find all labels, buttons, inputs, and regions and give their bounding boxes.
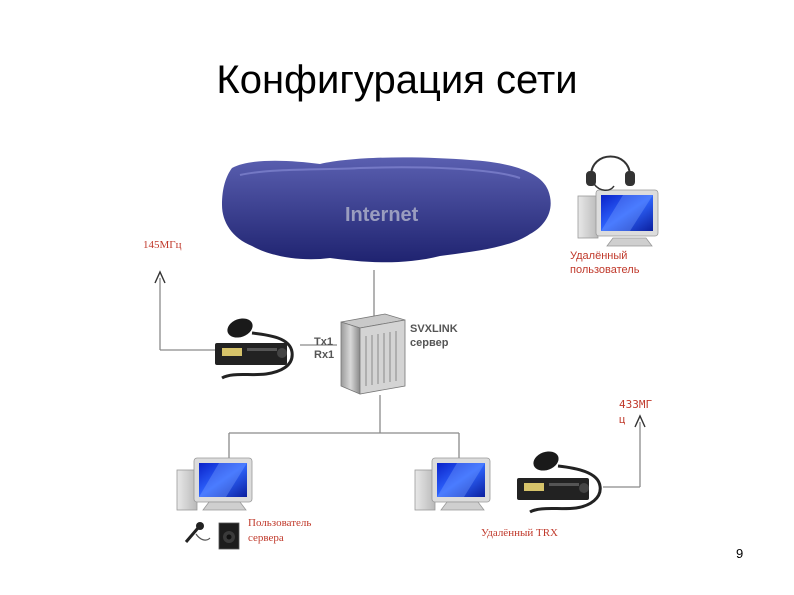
rx-label: Rx1: [314, 349, 335, 361]
connection-lines: [159, 270, 641, 488]
remote-user-label-line1: Удалённый: [570, 250, 628, 262]
internet-cloud-icon: [222, 157, 551, 263]
server-icon: [340, 313, 406, 395]
frequency-145-label: 145МГц: [143, 239, 182, 251]
headset-icon: [586, 155, 635, 191]
server-user-label-line2: сервера: [248, 532, 284, 544]
server-user-computer-icon: [176, 457, 253, 511]
remote-user-computer-icon: [577, 189, 659, 247]
microphone-icon: [184, 522, 211, 543]
frequency-433-label-line1: 433МГ: [619, 398, 653, 411]
radio-transceiver-right-icon: [517, 451, 602, 514]
antenna-145-icon: [154, 270, 166, 284]
frequency-433-label-line2: ц: [619, 413, 626, 426]
antenna-433-icon: [634, 414, 646, 428]
radio-transceiver-left-icon: [215, 318, 294, 380]
server-user-label-line1: Пользователь: [248, 517, 312, 529]
server-label-line2: сервер: [410, 337, 449, 349]
tx-label: Tx1: [314, 336, 333, 348]
internet-label: Internet: [345, 204, 419, 226]
remote-user-label-line2: пользователь: [570, 264, 640, 276]
page-number: 9: [736, 546, 744, 561]
speaker-icon: [218, 522, 240, 550]
slide-title: Конфигурация сети: [216, 58, 578, 102]
remote-trx-computer-icon: [414, 457, 491, 511]
server-label-line1: SVXLINK: [410, 323, 458, 335]
remote-trx-label: Удалённый TRX: [481, 527, 558, 539]
